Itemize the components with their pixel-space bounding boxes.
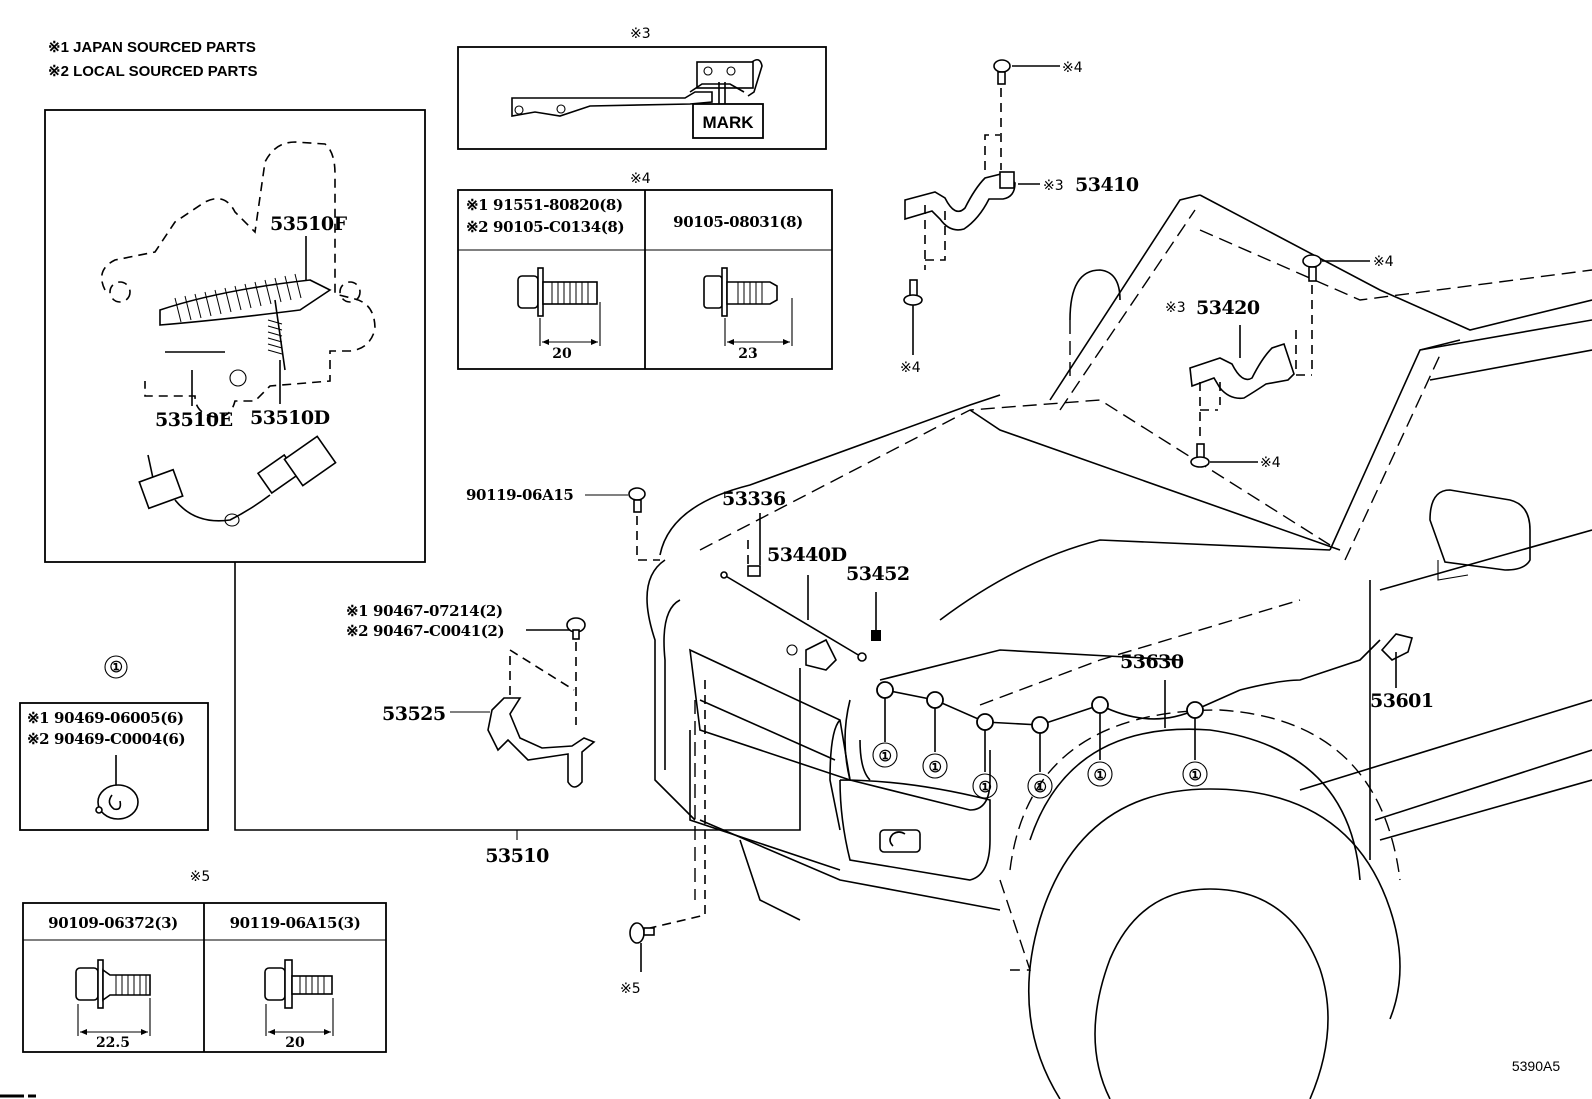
bolt-icon: [1302, 254, 1322, 282]
callout-53410: 53410: [1075, 174, 1139, 196]
sensor-53601-icon: [1380, 633, 1413, 661]
rod-holder-icon: [871, 630, 881, 641]
bolt-icon: [903, 279, 923, 306]
bolt-spec-inset-4: ※4 ※1 91551-80820(8) ※2 90105-C0134(8) 9…: [457, 171, 833, 370]
assembly-bracket-line: [234, 562, 801, 831]
bolt-inset-5-title: ※5: [190, 869, 211, 885]
bolt-4-length-right: 23: [738, 346, 757, 362]
bolt-5-length-left: 22.5: [96, 1035, 130, 1051]
legend-local: ※2 LOCAL SOURCED PARTS: [48, 63, 258, 80]
bolt-5-header-left: 90109-06372(3): [48, 914, 178, 932]
hinge-53410: [904, 171, 1016, 231]
bolt-4-spec-right: 90105-08031(8): [673, 213, 803, 231]
callout-53410-note: ※3: [1043, 178, 1064, 194]
lock-connector-drawing: [138, 435, 337, 527]
hood-lock-drawing: [100, 141, 376, 418]
hood-latch-icon: [786, 638, 837, 671]
harness-clip-points: [876, 681, 1204, 772]
hood-support-rod: [723, 574, 861, 657]
clip-spec-line-2: ※2 90469-C0004(6): [27, 730, 185, 748]
clip-inset-frame: [19, 702, 209, 831]
callout-53440D: 53440D: [767, 544, 847, 566]
clip-ref-3: ①: [978, 778, 991, 796]
harness-clip-refs: ① ① ① ① ① ①: [872, 742, 1208, 799]
bolt-5-header-right: 90119-06A15(3): [230, 914, 361, 932]
hinge-inset-title: ※3: [630, 26, 651, 42]
callout-ref-5: ※5: [620, 981, 641, 997]
hinge-53420: [1189, 342, 1295, 400]
callout-53420-note: ※3: [1165, 300, 1186, 316]
bolt-spec-inset-5: ※5 90109-06372(3) 90119-06A15(3) 22.5 20: [22, 869, 387, 1053]
callout-53630: 53630: [1120, 651, 1184, 673]
figure-code: 5390A5: [1512, 1058, 1560, 1074]
bolt-icon: [628, 487, 646, 513]
clip-inset: ① ※1 90469-06005(6) ※2 90469-C0004(6): [19, 655, 209, 831]
clip-ref-5: ①: [1093, 766, 1106, 784]
bracket-53525: [487, 697, 596, 788]
bolt-4-spec-line-1: ※1 91551-80820(8): [466, 196, 623, 214]
source-legend: ※1 JAPAN SOURCED PARTS ※2 LOCAL SOURCED …: [48, 39, 258, 80]
flange-bolt-icon: [75, 959, 151, 1009]
callout-53336: 53336: [722, 488, 786, 510]
clip-ref-6: ①: [1188, 766, 1201, 784]
vehicle-outline: [646, 194, 1592, 1099]
label-53510E: 53510E: [155, 409, 233, 431]
hood-lock-inset: 53510F 53510E 53510D: [44, 109, 426, 563]
bolt-icon: [993, 59, 1011, 85]
clip-ref-2: ①: [928, 758, 941, 776]
clip-ref-1: ①: [878, 747, 891, 765]
push-clip-icon: [566, 617, 586, 640]
bolt-icon: [1190, 443, 1210, 468]
label-53510F: 53510F: [270, 213, 348, 235]
mark-box: [692, 103, 764, 139]
wire-clip-icon: [95, 784, 139, 820]
label-53510D: 53510D: [250, 407, 330, 429]
callout-ref-4-d: ※4: [1260, 455, 1281, 471]
callout-90119-06A15: 90119-06A15: [466, 486, 573, 504]
flange-bolt-icon: [703, 267, 778, 317]
bolt-5-length-right: 20: [285, 1035, 305, 1051]
bolt-4-length-left: 20: [552, 346, 572, 362]
hinge-inset: ※3 MARK: [457, 26, 827, 150]
bolt-icon: [629, 922, 655, 944]
legend-japan: ※1 JAPAN SOURCED PARTS: [48, 39, 256, 56]
callout-ref-4-b: ※4: [900, 360, 921, 376]
flange-bolt-icon: [264, 959, 333, 1009]
callout-90467-C0041: ※2 90467-C0041(2): [346, 622, 504, 640]
hinge-inset-frame: [457, 46, 827, 150]
hood-lock-inset-frame: [44, 109, 426, 563]
mark-label: MARK: [703, 113, 755, 132]
callout-53601: 53601: [1370, 690, 1434, 712]
bolt-inset-4-title: ※4: [630, 171, 651, 187]
callout-53510: 53510: [485, 845, 549, 867]
callout-90467-07214: ※1 90467-07214(2): [346, 602, 503, 620]
callout-ref-4-a: ※4: [1062, 60, 1083, 76]
clip-ref-4: ①: [1033, 778, 1046, 796]
bolt-4-spec-line-2: ※2 90105-C0134(8): [466, 218, 624, 236]
callout-53525: 53525: [382, 703, 446, 725]
callout-ref-4-c: ※4: [1373, 254, 1394, 270]
flange-bolt-icon: [517, 267, 598, 317]
clip-inset-title: ①: [109, 658, 122, 676]
callout-53452: 53452: [846, 563, 910, 585]
clip-spec-line-1: ※1 90469-06005(6): [27, 709, 184, 727]
bumper-stopper-icon: [747, 565, 761, 577]
callout-53420: 53420: [1196, 297, 1260, 319]
